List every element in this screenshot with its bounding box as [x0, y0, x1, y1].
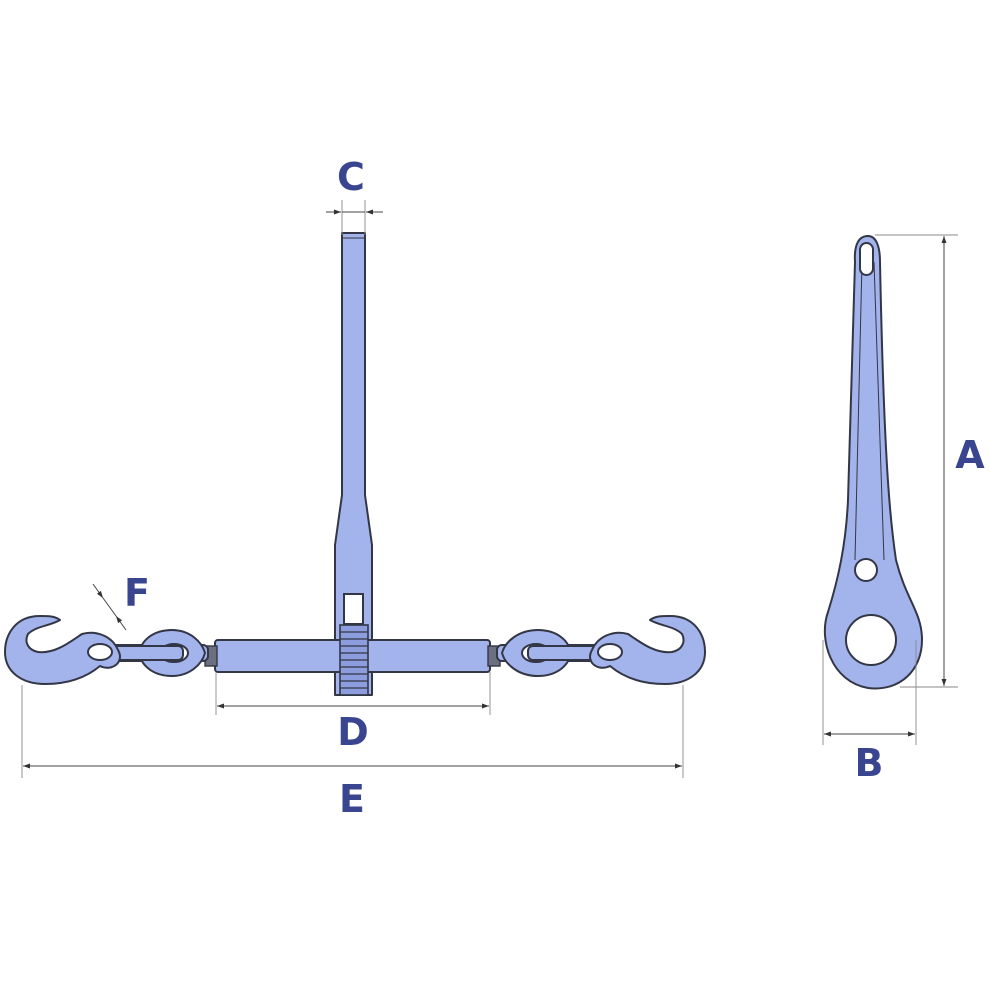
side-view — [823, 235, 923, 690]
ratchet-gear — [339, 624, 369, 696]
label-d: D — [337, 710, 369, 754]
front-view — [4, 232, 706, 696]
dimension-e: E — [21, 685, 684, 821]
label-a: A — [955, 433, 985, 477]
side-handle-body — [823, 235, 923, 690]
label-f: F — [124, 571, 150, 615]
dimension-f: F — [92, 571, 150, 631]
side-pivot-hole — [845, 614, 897, 666]
side-small-hole — [854, 558, 878, 582]
side-handle-slot — [859, 242, 874, 276]
grab-hook-left — [4, 615, 121, 685]
dimension-c: C — [326, 155, 383, 235]
handle-lever — [334, 232, 373, 696]
dimension-a: A — [875, 234, 985, 688]
label-c: C — [337, 155, 365, 199]
label-b: B — [855, 741, 884, 785]
grab-hook-right — [589, 615, 706, 685]
pawl-slot — [343, 593, 364, 625]
label-e: E — [339, 777, 365, 821]
dimension-b: B — [822, 640, 917, 785]
dimension-d: D — [215, 672, 491, 754]
